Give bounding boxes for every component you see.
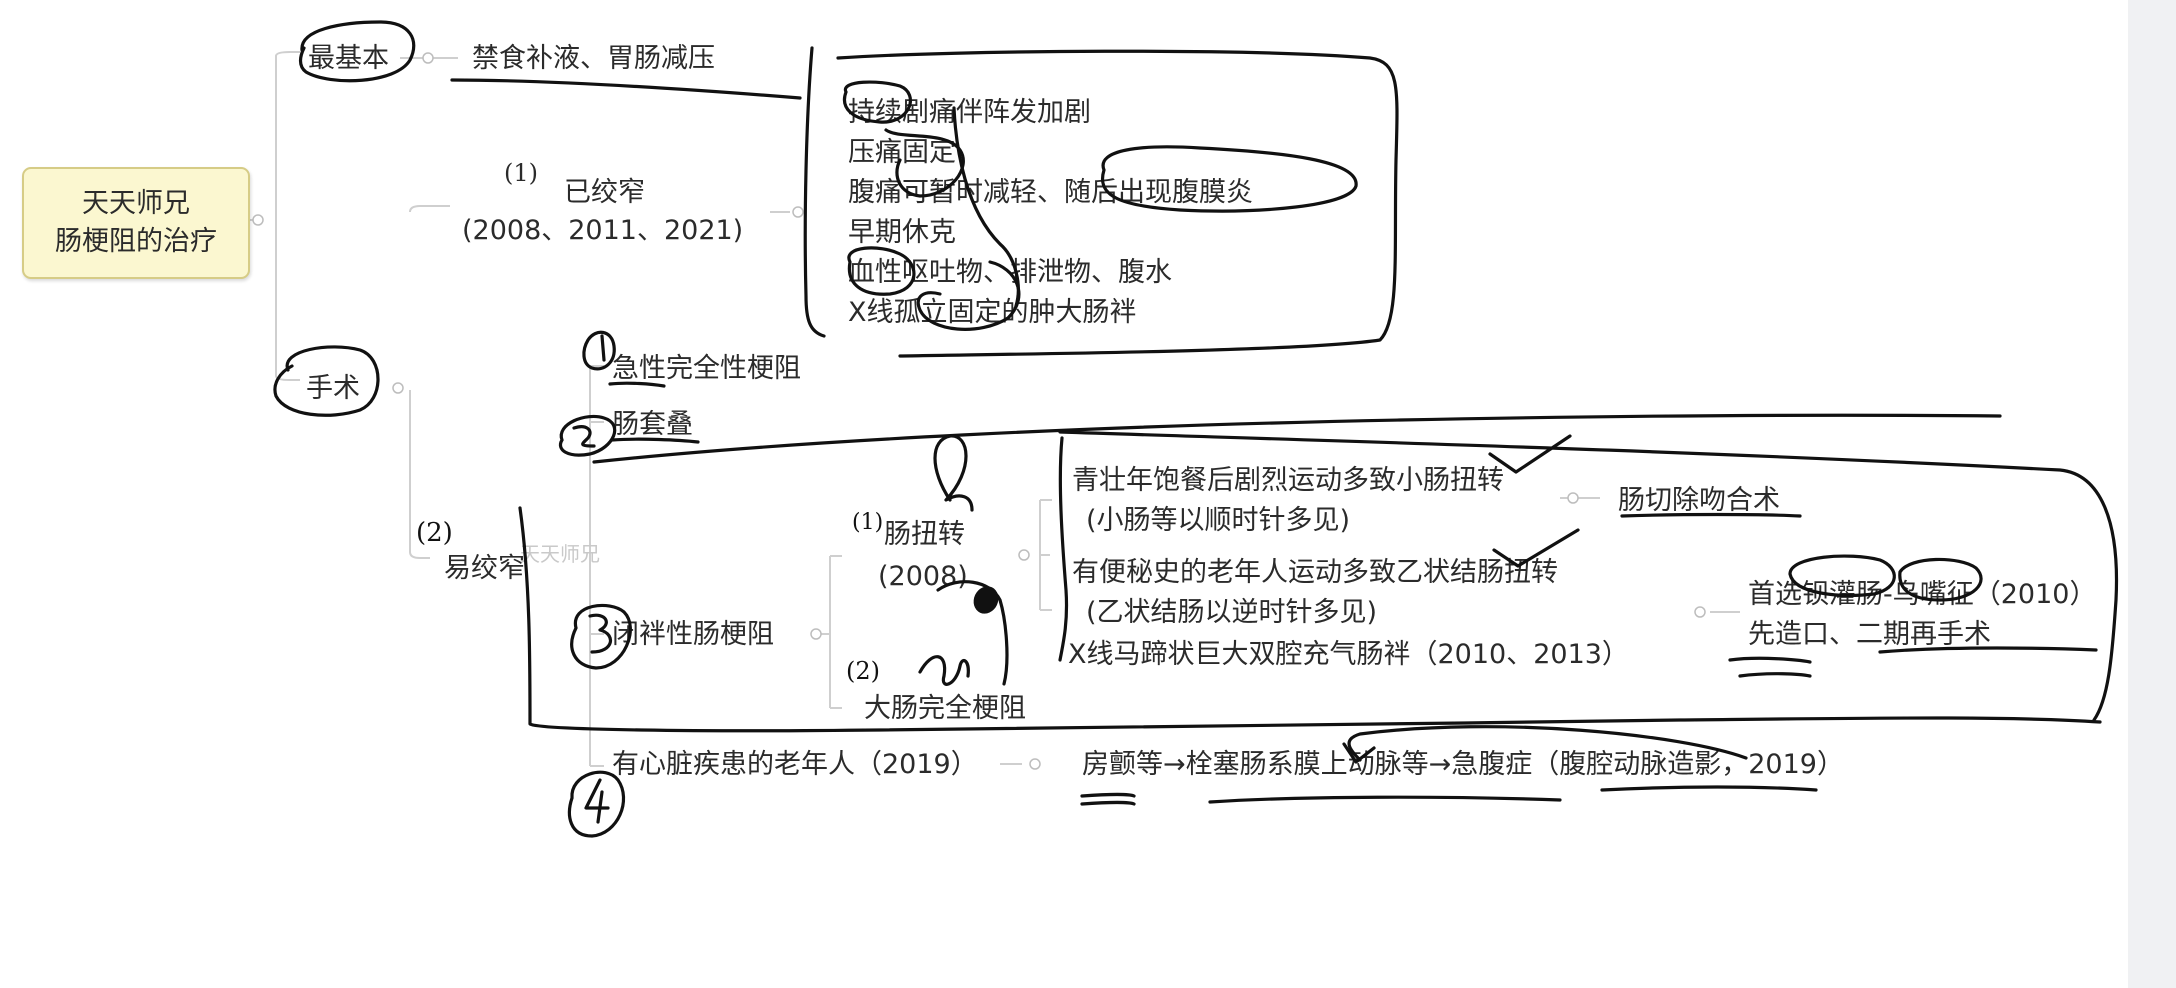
intussusception-label[interactable]: 肠套叠 <box>612 409 693 440</box>
large-bowel-label[interactable]: 大肠完全梗阻 <box>864 693 1026 724</box>
acute-obstruction-label[interactable]: 急性完全性梗阻 <box>612 353 801 384</box>
young-volvulus-line1[interactable]: 青壮年饱餐后剧烈运动多致小肠扭转 <box>1072 465 1504 496</box>
elderly-volvulus-line2: (乙状结肠以逆时针多见) <box>1086 597 1378 628</box>
watermark-text: 天天师兄 <box>520 542 600 566</box>
volvulus-label[interactable]: 肠扭转 <box>884 519 965 550</box>
elderly-treatment-line1[interactable]: 首选钡灌肠-鸟嘴征（2010） <box>1748 579 2097 610</box>
young-volvulus-line2: (小肠等以顺时针多见) <box>1086 505 1351 536</box>
strangulated-sign-4: 早期休克 <box>848 217 956 248</box>
root-node[interactable]: 天天师兄 肠梗阻的治疗 <box>22 167 250 279</box>
xray-horseshoe: X线马蹄状巨大双腔充气肠袢（2010、2013） <box>1068 639 1629 670</box>
prone-label[interactable]: 易绞窄 <box>444 553 525 584</box>
strangulated-label[interactable]: 已绞窄 <box>564 177 645 208</box>
strangulated-sign-3: 腹痛可暂时减轻、随后出现腹膜炎 <box>848 177 1253 208</box>
strangulated-years: (2008、2011、2021) <box>462 215 744 246</box>
closed-loop-label[interactable]: 闭袢性肠梗阻 <box>612 619 774 650</box>
strangulated-sign-2: 压痛固定 <box>848 137 956 168</box>
prone-marker: (2) <box>416 518 453 548</box>
basic-label[interactable]: 最基本 <box>308 43 389 74</box>
surgery-label[interactable]: 手术 <box>306 373 360 404</box>
root-title-line2: 肠梗阻的治疗 <box>55 226 217 257</box>
large-bowel-marker: (2) <box>846 657 880 685</box>
basic-detail[interactable]: 禁食补液、胃肠减压 <box>472 43 715 74</box>
elderly-treatment-line2: 先造口、二期再手术 <box>1748 619 1991 650</box>
elderly-heart-detail: 房颤等→栓塞肠系膜上动脉等→急腹症（腹腔动脉造影，2019） <box>1082 749 1844 780</box>
volvulus-year: (2008) <box>878 561 968 592</box>
side-panel-strip <box>2128 0 2176 988</box>
elderly-heart-label[interactable]: 有心脏疾患的老年人（2019） <box>612 749 978 780</box>
volvulus-marker: (1) <box>852 510 884 535</box>
strangulated-sign-6: X线孤立固定的肿大肠袢 <box>848 297 1137 328</box>
root-title-line1: 天天师兄 <box>82 188 190 219</box>
young-treatment[interactable]: 肠切除吻合术 <box>1618 485 1780 516</box>
strangulated-marker: (1) <box>504 159 538 187</box>
elderly-volvulus-line1[interactable]: 有便秘史的老年人运动多致乙状结肠扭转 <box>1072 557 1558 588</box>
